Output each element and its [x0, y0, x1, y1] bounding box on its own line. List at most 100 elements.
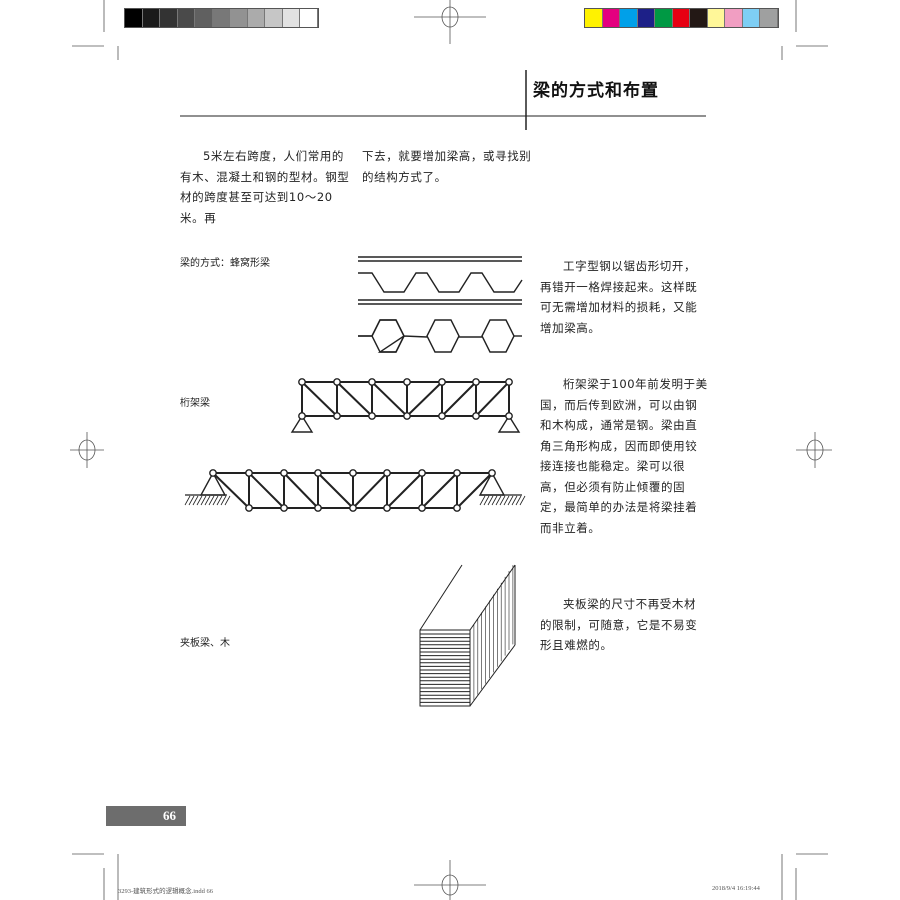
- truss-joint: [505, 378, 513, 386]
- intro-column-1: 5米左右跨度，人们常用的有木、混凝土和钢的型材。钢型材的跨度甚至可达到10～20…: [180, 149, 350, 225]
- color-swatch: [742, 9, 760, 27]
- color-swatch: [282, 9, 300, 27]
- truss-joint: [383, 504, 391, 512]
- ground-hatch: [204, 495, 211, 506]
- truss-joint: [472, 378, 480, 386]
- color-swatch: [195, 9, 213, 27]
- truss-member: [336, 381, 373, 417]
- truss-joint: [314, 469, 322, 477]
- color-swatch: [125, 9, 143, 27]
- truss-member: [475, 381, 510, 417]
- truss-beam-text: 桁架梁于100年前发明于美国，而后传到欧洲，可以由钢和木构成，通常是钢。梁由直角…: [540, 377, 708, 535]
- truss-beam-drawing-2: [184, 469, 526, 512]
- truss-member: [406, 381, 443, 417]
- ground-hatch: [212, 495, 219, 506]
- truss-joint: [333, 412, 341, 420]
- truss-joint: [505, 412, 513, 420]
- truss-joint: [298, 412, 306, 420]
- footer-filename: 3293-建筑形式的逻辑概念.indd 66: [118, 888, 213, 895]
- color-swatch: [707, 9, 725, 27]
- truss-joint: [438, 412, 446, 420]
- ground-hatch: [507, 495, 514, 506]
- color-bar: [584, 8, 779, 28]
- ground-hatch: [184, 495, 191, 506]
- truss-joint: [280, 469, 288, 477]
- ground-hatch: [216, 495, 223, 506]
- honeycomb-beam-drawing: [358, 256, 523, 353]
- truss-member: [212, 472, 250, 509]
- ground-hatch: [515, 495, 522, 506]
- plywood-beam-label: 夹板梁、木: [180, 638, 230, 649]
- truss-joint: [349, 504, 357, 512]
- color-swatch: [265, 9, 283, 27]
- ground-hatch: [495, 495, 502, 506]
- truss-joint: [333, 378, 341, 386]
- truss-joint: [438, 378, 446, 386]
- color-swatch: [160, 9, 178, 27]
- color-swatch: [602, 9, 620, 27]
- ground-hatch: [491, 495, 498, 506]
- plywood-beam-text: 夹板梁的尺寸不再受木材的限制，可随意，它是不易变形且难燃的。: [540, 597, 698, 652]
- truss-member: [421, 472, 458, 509]
- page-number: 66: [106, 806, 186, 826]
- truss-joint: [453, 469, 461, 477]
- ground-hatch: [519, 495, 526, 506]
- truss-member: [352, 472, 388, 509]
- intro-column-2: 下去，就要增加梁高，或寻找别的结构方式了。: [362, 149, 532, 184]
- truss-joint: [418, 469, 426, 477]
- truss-joint: [418, 504, 426, 512]
- ground-hatch: [196, 495, 203, 506]
- truss-member: [371, 381, 408, 417]
- truss-joint: [383, 469, 391, 477]
- truss-joint: [453, 504, 461, 512]
- truss-member: [456, 472, 493, 509]
- color-swatch: [247, 9, 265, 27]
- truss-joint: [280, 504, 288, 512]
- truss-joint: [209, 469, 217, 477]
- registration-mark-bottom: [414, 860, 486, 900]
- truss-joint: [349, 469, 357, 477]
- color-swatch: [637, 9, 655, 27]
- truss-joint: [368, 378, 376, 386]
- ground-hatch: [220, 495, 227, 506]
- ground-hatch: [511, 495, 518, 506]
- truss-member: [301, 381, 338, 417]
- support-icon: [290, 414, 314, 433]
- truss-joint: [403, 412, 411, 420]
- color-swatch: [300, 9, 318, 27]
- truss-member: [441, 381, 477, 417]
- honeycomb-beam-label: 梁的方式：蜂窝形梁: [180, 258, 270, 269]
- color-swatch: [585, 9, 603, 27]
- truss-beam-drawing-1: [290, 378, 521, 433]
- ground-hatch: [479, 495, 486, 506]
- ground-hatch: [483, 495, 490, 506]
- truss-beam-label: 桁架梁: [180, 398, 210, 409]
- gray-color-bar: [124, 8, 319, 28]
- color-swatch: [690, 9, 708, 27]
- truss-joint: [368, 412, 376, 420]
- ground-hatch: [208, 495, 215, 506]
- truss-member: [386, 472, 423, 509]
- color-swatch: [177, 9, 195, 27]
- truss-joint: [298, 378, 306, 386]
- ground-hatch: [499, 495, 506, 506]
- truss-joint: [245, 504, 253, 512]
- color-swatch: [142, 9, 160, 27]
- page-title: 梁的方式和布置: [533, 81, 659, 101]
- support-icon: [497, 414, 521, 433]
- color-swatch: [655, 9, 673, 27]
- color-swatch: [230, 9, 248, 27]
- plywood-beam-drawing: [419, 564, 516, 707]
- color-swatch: [620, 9, 638, 27]
- ground-hatch: [192, 495, 199, 506]
- ground-hatch: [224, 495, 231, 506]
- color-swatch: [212, 9, 230, 27]
- ground-hatch: [487, 495, 494, 506]
- registration-mark-top: [414, 0, 486, 44]
- ground-hatch: [188, 495, 195, 506]
- truss-joint: [403, 378, 411, 386]
- ground-hatch: [200, 495, 207, 506]
- honeycomb-beam-text: 工字型钢以锯齿形切开，再错开一格焊接起来。这样既可无需增加材料的损耗，又能增加梁…: [540, 259, 698, 335]
